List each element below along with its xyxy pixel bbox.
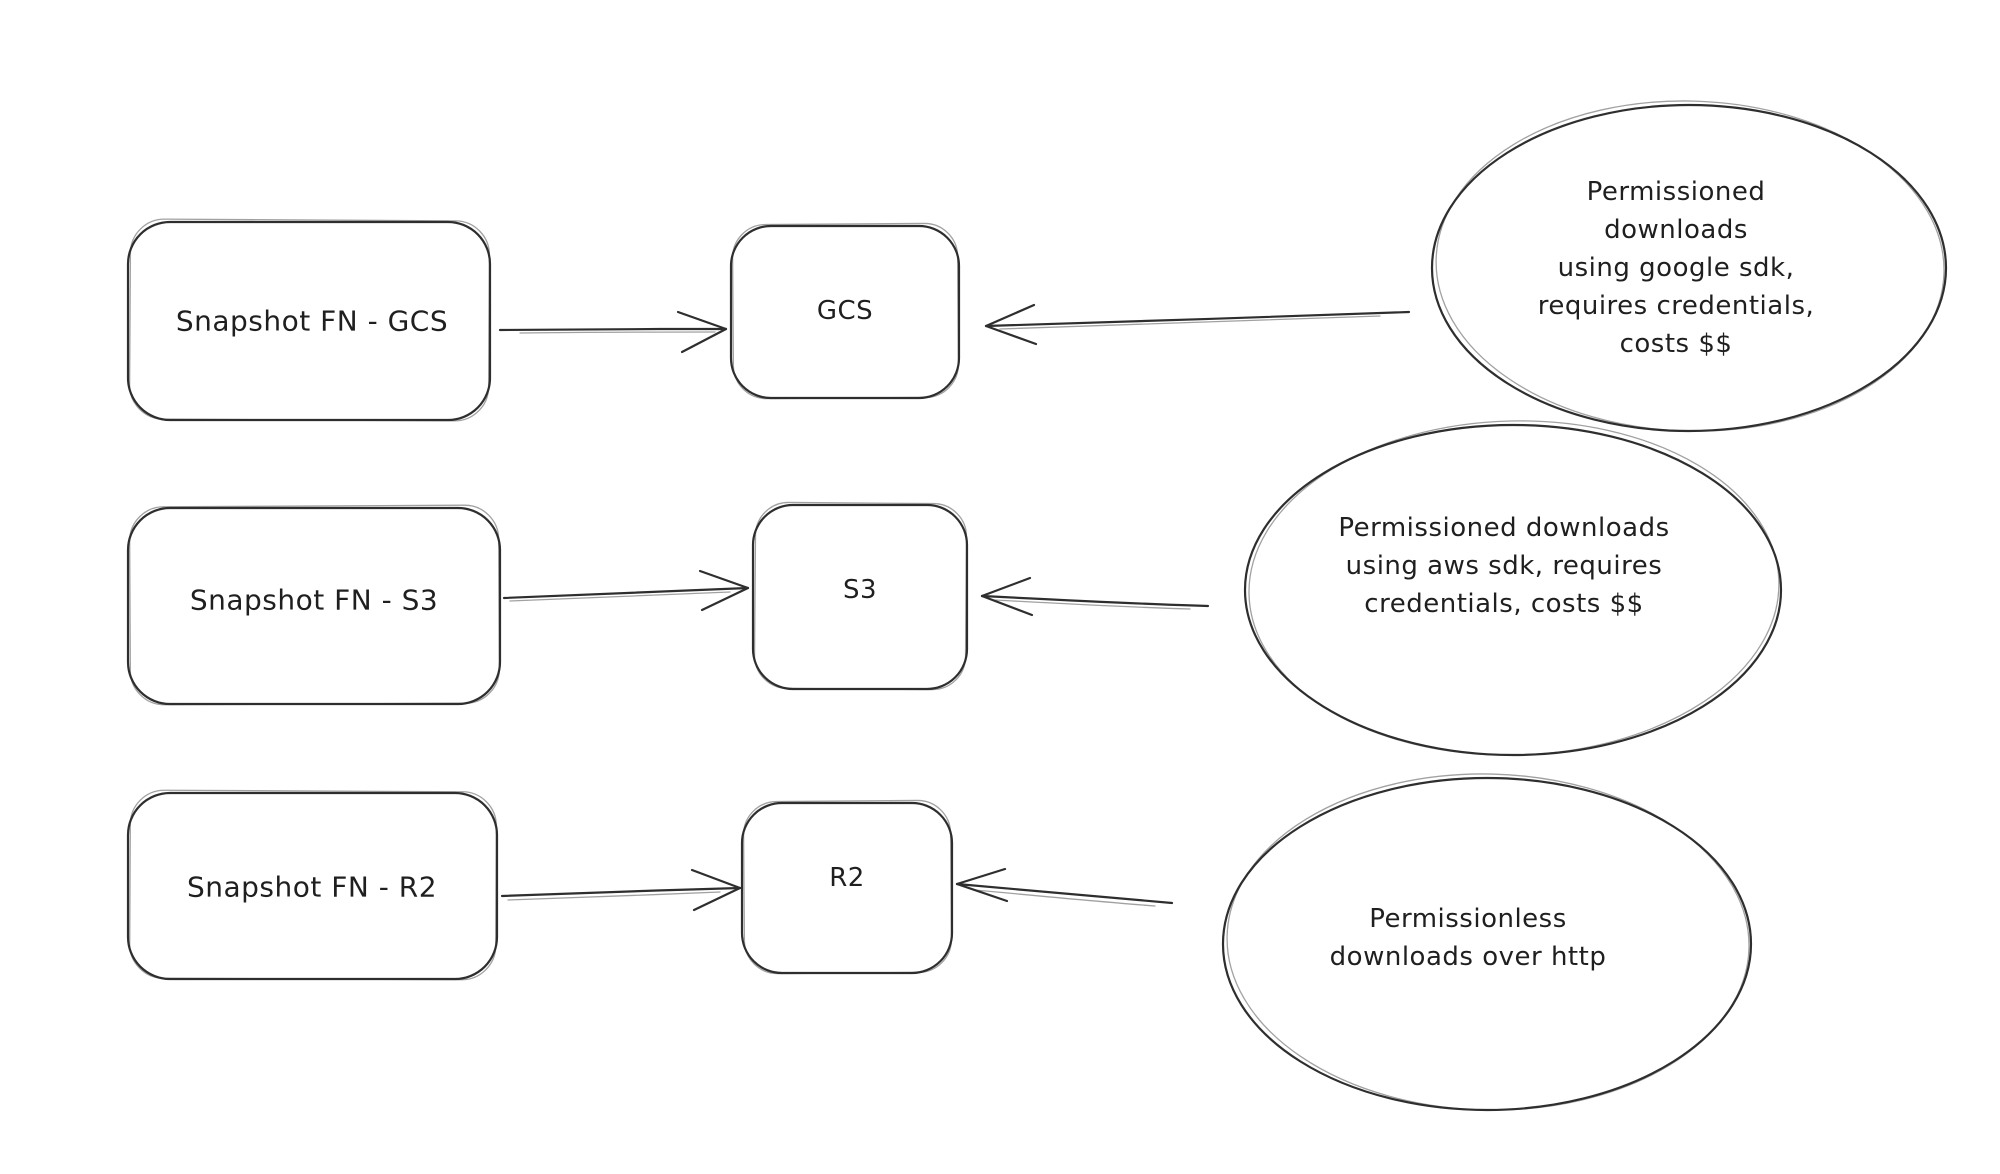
- note-gcs-ellipse: [1430, 100, 1948, 433]
- arrow-source-to-gcs: [498, 310, 728, 354]
- source-gcs-label: Snapshot FN - GCS: [175, 304, 449, 338]
- source-s3-box: [126, 504, 502, 706]
- arrow-source-to-r2: [500, 868, 742, 912]
- arrow-note-to-s3: [980, 576, 1210, 617]
- note-r2-label: Permissionless downloads over http: [1329, 904, 1607, 972]
- target-gcs-label: GCS: [816, 296, 874, 326]
- source-r2-box: [126, 789, 499, 981]
- arrow-note-to-gcs: [984, 303, 1411, 346]
- note-s3-ellipse: [1243, 420, 1783, 757]
- note-s3-label: Permissioned downloads using aws sdk, re…: [1338, 513, 1670, 619]
- source-r2-label: Snapshot FN - R2: [186, 870, 438, 904]
- arrow-note-to-r2: [955, 867, 1174, 907]
- arrow-source-to-s3: [502, 569, 750, 612]
- target-s3-box: [751, 501, 969, 691]
- target-r2-label: R2: [829, 863, 865, 893]
- target-r2-box: [740, 799, 954, 975]
- source-gcs-box: [126, 218, 492, 422]
- note-r2-ellipse: [1221, 773, 1753, 1112]
- target-gcs-box: [729, 222, 961, 400]
- target-s3-label: S3: [842, 575, 878, 605]
- source-s3-label: Snapshot FN - S3: [189, 583, 439, 617]
- note-gcs-label: Permissioned downloads using google sdk,…: [1537, 177, 1815, 359]
